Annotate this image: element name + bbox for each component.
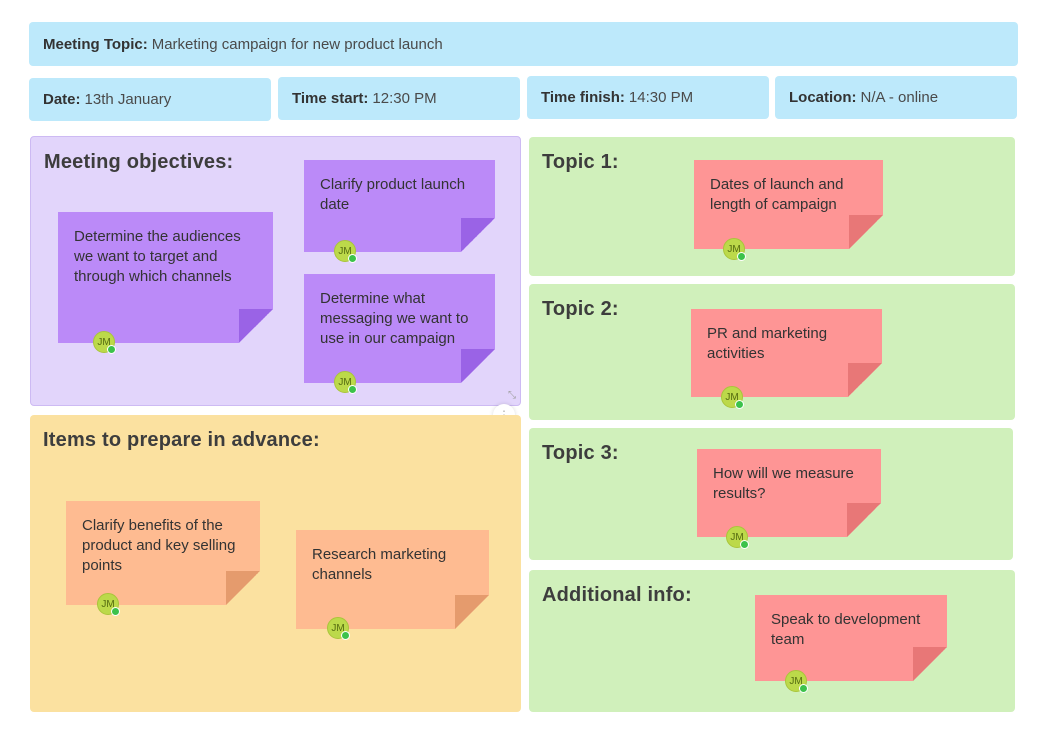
note-text: PR and marketing activities — [707, 325, 828, 362]
location-label: Location: — [789, 89, 857, 106]
avatar[interactable]: JM — [721, 386, 744, 409]
online-status-dot — [348, 385, 357, 394]
sticky-note-measure-results[interactable]: How will we measure results? — [697, 449, 881, 537]
date-value: 13th January — [84, 91, 172, 108]
avatar[interactable]: JM — [726, 526, 749, 549]
avatar-initials: JM — [727, 243, 741, 255]
location-value: N/A - online — [860, 89, 939, 106]
topic3-title: Topic 3: — [542, 442, 619, 464]
time-finish-value: 14:30 PM — [628, 89, 694, 106]
meeting-topic-field[interactable]: Meeting Topic: Marketing campaign for ne… — [29, 22, 1018, 66]
sticky-note-research[interactable]: Research marketing channels — [296, 530, 489, 629]
time-start-label: Time start: — [292, 90, 369, 107]
time-start-field[interactable]: Time start: 12:30 PM — [278, 77, 520, 120]
avatar-initials: JM — [338, 376, 352, 388]
date-field[interactable]: Date: 13th January — [29, 78, 271, 121]
note-text: Speak to development team — [771, 611, 921, 648]
meeting-topic-value: Marketing campaign for new product launc… — [151, 35, 443, 53]
sticky-note-launch-dates[interactable]: Dates of launch and length of campaign — [694, 160, 883, 249]
resize-corner-icon[interactable]: ⤡ — [508, 390, 516, 401]
avatar[interactable]: JM — [334, 240, 357, 263]
sticky-note-development-team[interactable]: Speak to development team — [755, 595, 947, 681]
prepare-title: Items to prepare in advance: — [43, 429, 320, 451]
online-status-dot — [737, 252, 746, 261]
avatar[interactable]: JM — [327, 617, 350, 640]
meeting-topic-label: Meeting Topic: — [43, 35, 148, 53]
avatar[interactable]: JM — [97, 593, 120, 616]
sticky-note-messaging[interactable]: Determine what messaging we want to use … — [304, 274, 495, 383]
time-start-value: 12:30 PM — [372, 90, 437, 107]
note-text: Research marketing channels — [312, 546, 447, 583]
additional-info-title: Additional info: — [542, 584, 692, 606]
avatar-initials: JM — [725, 391, 739, 403]
avatar-initials: JM — [101, 598, 115, 610]
topic1-title: Topic 1: — [542, 151, 619, 173]
note-text: Determine what messaging we want to use … — [320, 290, 469, 347]
note-text: Clarify product launch date — [320, 176, 466, 213]
note-text: Determine the audiences we want to targe… — [74, 228, 241, 285]
online-status-dot — [740, 540, 749, 549]
avatar-initials: JM — [338, 245, 352, 257]
time-finish-label: Time finish: — [541, 89, 625, 106]
avatar[interactable]: JM — [93, 331, 116, 354]
online-status-dot — [111, 607, 120, 616]
location-field[interactable]: Location: N/A - online — [775, 76, 1017, 119]
avatar[interactable]: JM — [334, 371, 357, 394]
sticky-note-launch-date[interactable]: Clarify product launch date — [304, 160, 495, 252]
online-status-dot — [735, 400, 744, 409]
sticky-note-audiences[interactable]: Determine the audiences we want to targe… — [58, 212, 273, 343]
avatar-initials: JM — [97, 336, 111, 348]
time-finish-field[interactable]: Time finish: 14:30 PM — [527, 76, 769, 119]
avatar-initials: JM — [331, 622, 345, 634]
avatar[interactable]: JM — [785, 670, 808, 693]
objectives-title: Meeting objectives: — [44, 151, 234, 173]
note-text: Dates of launch and length of campaign — [710, 176, 844, 213]
avatar-initials: JM — [730, 531, 744, 543]
avatar[interactable]: JM — [723, 238, 746, 261]
topic2-title: Topic 2: — [542, 298, 619, 320]
online-status-dot — [107, 345, 116, 354]
note-text: How will we measure results? — [713, 465, 854, 502]
sticky-note-benefits[interactable]: Clarify benefits of the product and key … — [66, 501, 260, 605]
date-label: Date: — [43, 91, 81, 108]
online-status-dot — [341, 631, 350, 640]
avatar-initials: JM — [789, 675, 803, 687]
online-status-dot — [348, 254, 357, 263]
online-status-dot — [799, 684, 808, 693]
sticky-note-pr-activities[interactable]: PR and marketing activities — [691, 309, 882, 397]
note-text: Clarify benefits of the product and key … — [82, 517, 236, 574]
